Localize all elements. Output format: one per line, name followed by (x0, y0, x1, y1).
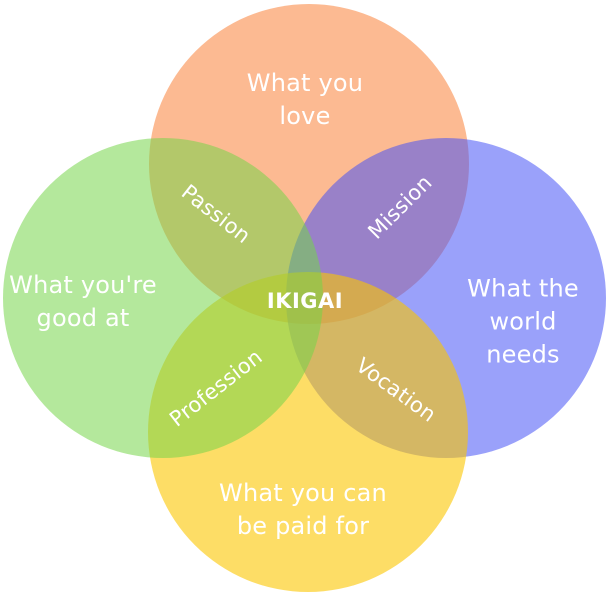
circle-label-world-needs: What the world needs (467, 273, 579, 372)
circle-label-world-needs-line-2: world (489, 307, 557, 336)
circle-label-love: What you love (247, 67, 363, 133)
circle-label-world-needs-line-1: What the (467, 274, 579, 303)
venn-circle-good (3, 138, 323, 458)
circle-label-love-line-1: What you (246, 69, 364, 97)
circle-label-good-at: What you're good at (9, 269, 157, 335)
circle-label-world-needs-line-3: needs (486, 340, 560, 369)
center-label-ikigai: IKIGAI (266, 289, 344, 313)
circle-label-good-at-line-1: What you're (9, 271, 157, 299)
circle-label-paid-for: What you can be paid for (219, 477, 387, 543)
circle-label-paid-for-line-2: be paid for (236, 512, 370, 540)
circle-label-paid-for-line-1: What you can (219, 479, 387, 507)
circle-label-love-line-2: love (279, 102, 331, 130)
circle-label-good-at-line-2: good at (36, 304, 130, 332)
